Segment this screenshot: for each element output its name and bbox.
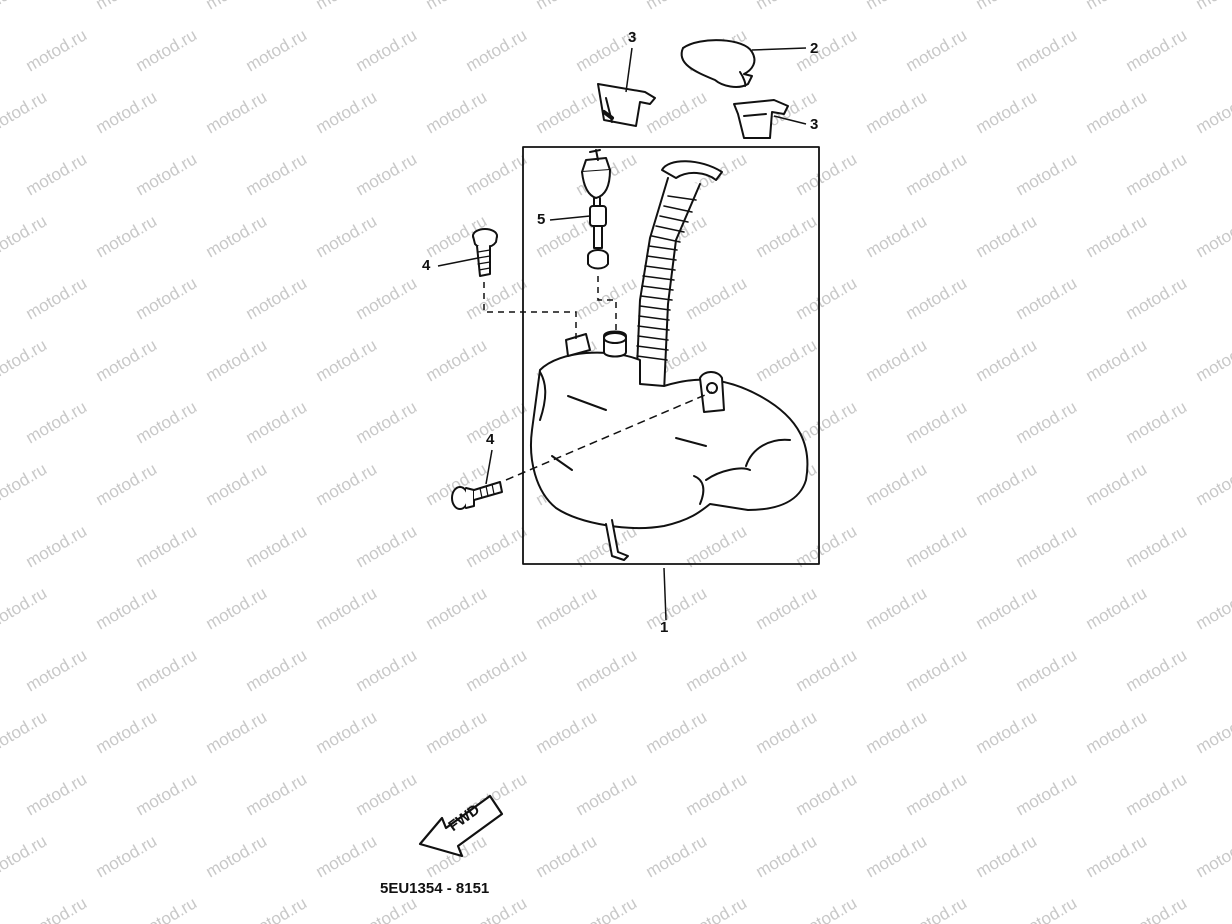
callout-3-upper: 3 <box>628 29 637 46</box>
dash-upper-bolt <box>483 282 577 340</box>
assembly-frame <box>522 146 820 565</box>
clip-part-left <box>597 83 656 127</box>
leader-5 <box>549 215 591 221</box>
leader-4a <box>437 257 479 267</box>
cap-part <box>680 39 756 88</box>
leader-2 <box>751 47 807 51</box>
dash-valve <box>597 276 617 334</box>
callout-4-lower: 4 <box>486 431 495 448</box>
clip-part-right <box>733 99 789 139</box>
leader-3a <box>625 47 633 93</box>
callout-4-upper: 4 <box>422 257 431 274</box>
fwd-arrow <box>418 794 504 858</box>
callout-5: 5 <box>537 211 546 228</box>
vent-valve-part <box>581 149 611 270</box>
oil-tank-part <box>530 330 809 561</box>
dash-lower-bolt <box>505 391 713 481</box>
drawing-code: 5EU1354 - 8151 <box>380 880 490 897</box>
callout-1: 1 <box>660 619 669 636</box>
bolt-part-upper <box>472 228 498 277</box>
bolt-part-lower <box>451 481 503 510</box>
leader-3b <box>773 115 807 125</box>
leader-1 <box>663 567 667 621</box>
leader-4b <box>485 449 493 485</box>
callout-3-lower: 3 <box>810 116 819 133</box>
filler-hose-part <box>635 160 723 393</box>
callout-2: 2 <box>810 40 819 57</box>
